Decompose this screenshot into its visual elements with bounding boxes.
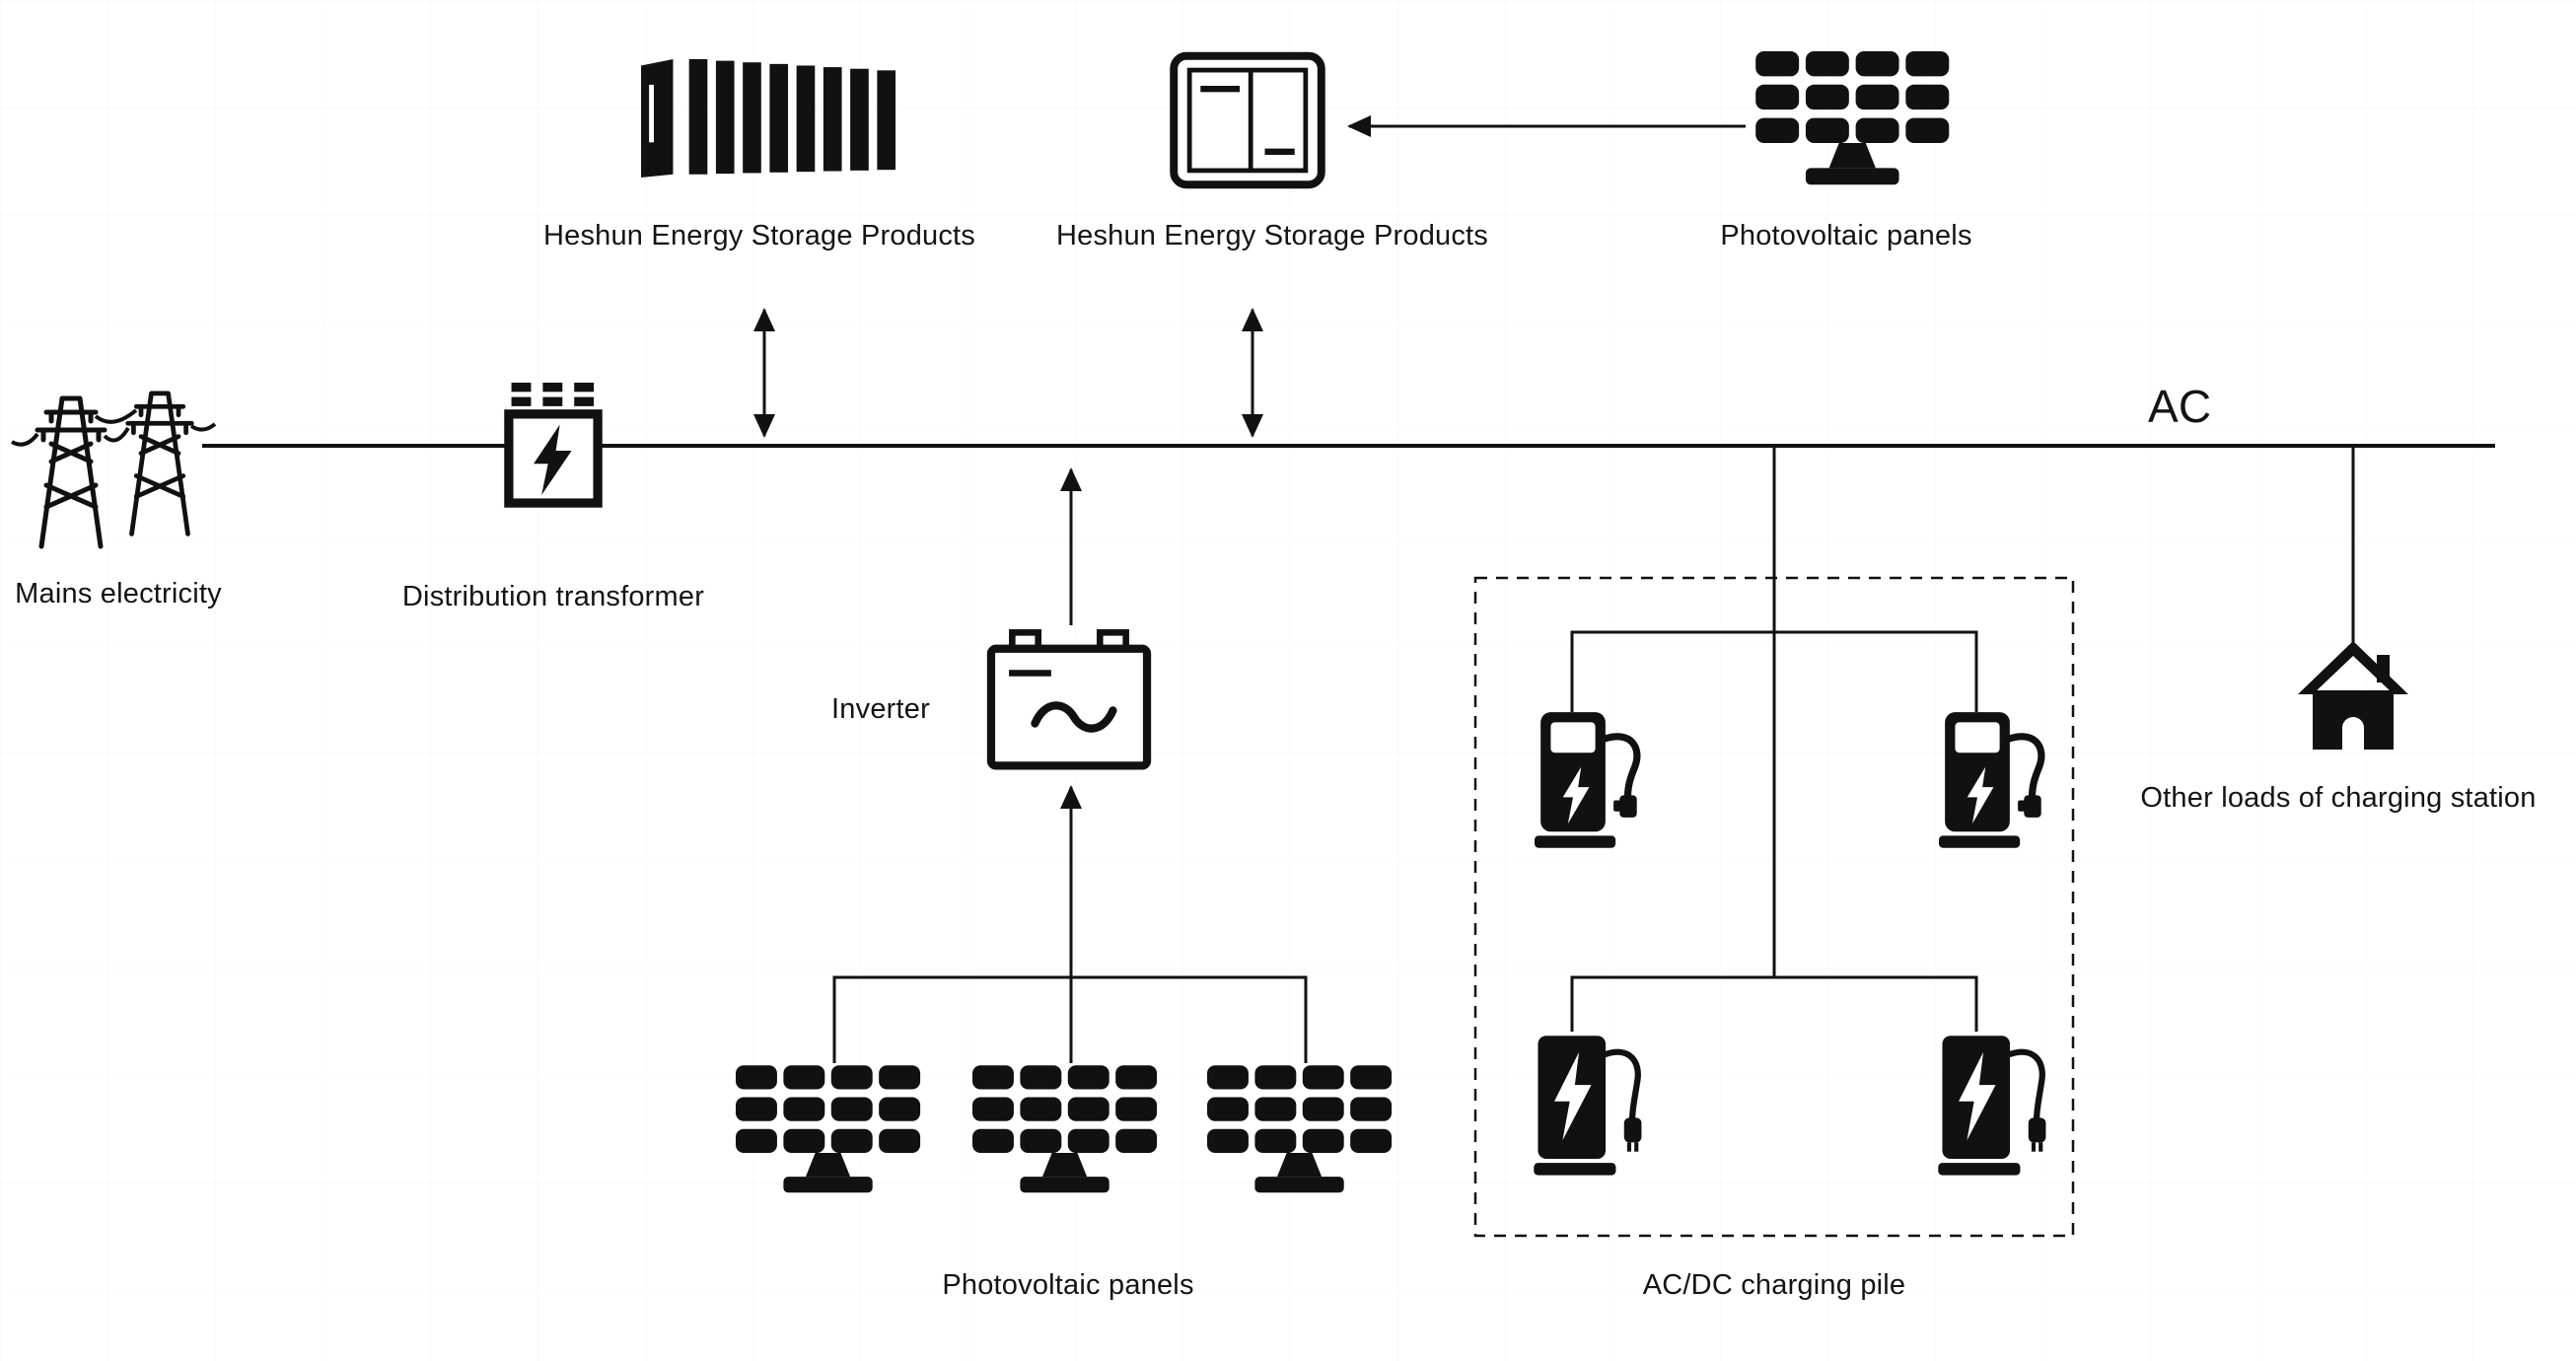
- label-pv-bottom: Photovoltaic panels: [942, 1269, 1194, 1301]
- charging-bottom-branch: [1570, 975, 1978, 1032]
- dc-charger-1-icon: [1530, 1030, 1653, 1185]
- photovoltaic-panel-1-icon: [736, 1065, 933, 1199]
- inverter-icon: [986, 629, 1152, 772]
- label-ac-bus: AC: [2148, 381, 2212, 432]
- photovoltaic-panel-top-icon: [1755, 51, 1963, 191]
- charging-pile-dashed-box: [1473, 576, 2075, 1238]
- energy-storage-cabinet-icon: [1169, 51, 1326, 189]
- photovoltaic-panel-2-icon: [972, 1065, 1170, 1199]
- ac-charger-2-icon: [1934, 708, 2057, 858]
- label-storage-left: Heshun Energy Storage Products: [542, 220, 976, 251]
- distribution-transformer-icon: [498, 383, 608, 511]
- ac-charger-1-icon: [1530, 708, 1653, 858]
- dc-charger-2-icon: [1934, 1030, 2057, 1185]
- energy-storage-container-icon: [639, 59, 905, 178]
- label-charging: AC/DC charging pile: [1642, 1269, 1906, 1301]
- pv-array-bracket: [832, 975, 1308, 1063]
- label-storage-mid: Heshun Energy Storage Products: [1055, 220, 1489, 251]
- label-pv-top: Photovoltaic panels: [1720, 220, 1972, 251]
- label-mains: Mains electricity: [15, 578, 222, 609]
- label-inverter: Inverter: [831, 693, 930, 725]
- label-transformer: Distribution transformer: [401, 581, 705, 612]
- charging-top-branch: [1570, 630, 1978, 712]
- photovoltaic-panel-3-icon: [1207, 1065, 1404, 1199]
- label-other-loads: Other loads of charging station: [2140, 782, 2537, 814]
- house-icon: [2298, 641, 2408, 757]
- transmission-towers-icon: [10, 363, 217, 550]
